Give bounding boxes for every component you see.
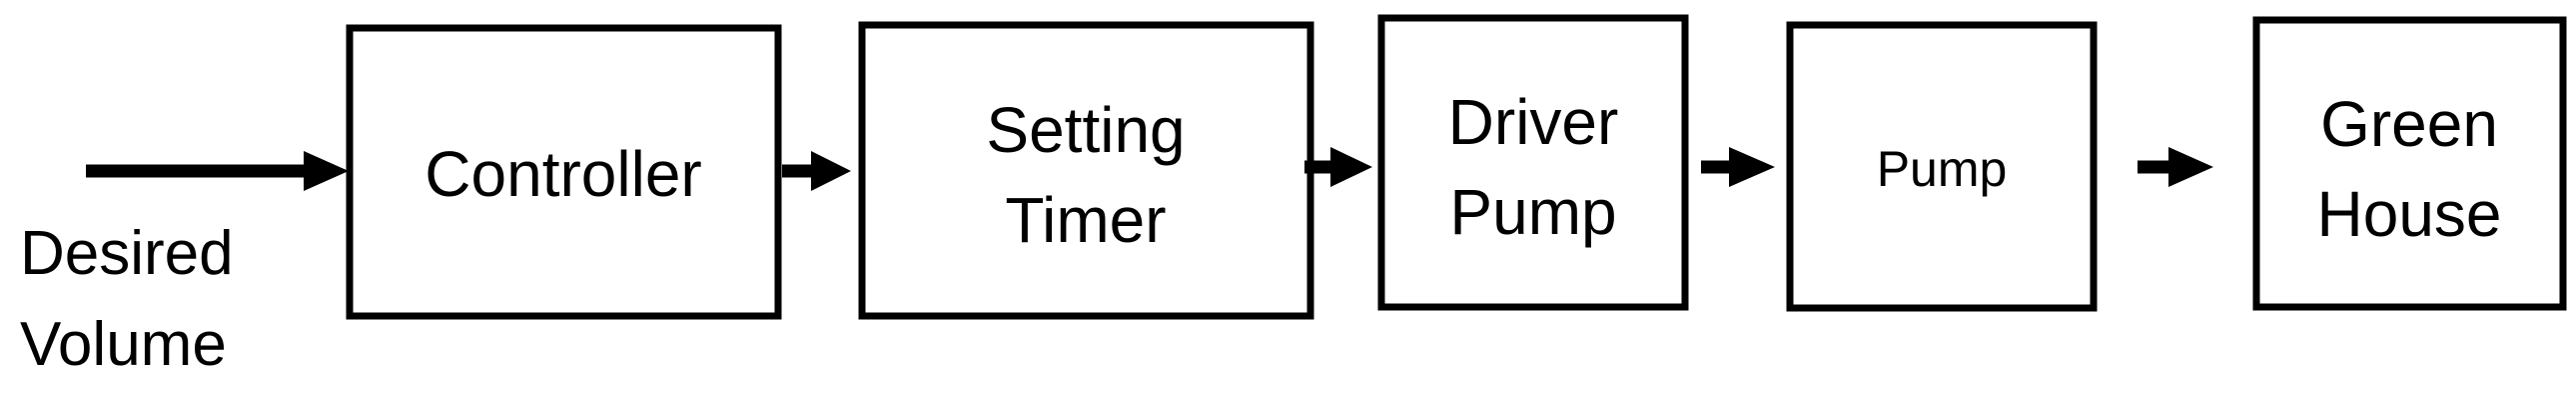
input-label-line2: Volume bbox=[20, 310, 227, 379]
green-house-block: Green House bbox=[2252, 16, 2567, 311]
pump-block: Pump bbox=[1786, 21, 2098, 312]
controller-label: Controller bbox=[425, 138, 701, 210]
arrow-timer-to-driver bbox=[1304, 147, 1372, 187]
controller-block: Controller bbox=[346, 24, 782, 320]
input-arrow bbox=[86, 151, 349, 191]
arrow-controller-to-timer bbox=[782, 151, 851, 191]
driver-pump-label-line2: Pump bbox=[1449, 176, 1616, 248]
setting-timer-label-line2: Timer bbox=[1005, 184, 1166, 256]
green-house-label-line1: Green bbox=[2320, 88, 2498, 160]
pump-label: Pump bbox=[1877, 141, 2008, 197]
arrow-driver-to-pump bbox=[1701, 147, 1775, 187]
green-house-label-line2: House bbox=[2317, 178, 2502, 250]
input-label-line1: Desired bbox=[20, 219, 234, 288]
setting-timer-block: Setting Timer bbox=[858, 21, 1314, 320]
driver-pump-block: Driver Pump bbox=[1377, 14, 1689, 311]
arrow-pump-to-greenhouse bbox=[2138, 147, 2213, 187]
driver-pump-label-line1: Driver bbox=[1448, 86, 1619, 158]
setting-timer-label-line1: Setting bbox=[986, 94, 1185, 166]
